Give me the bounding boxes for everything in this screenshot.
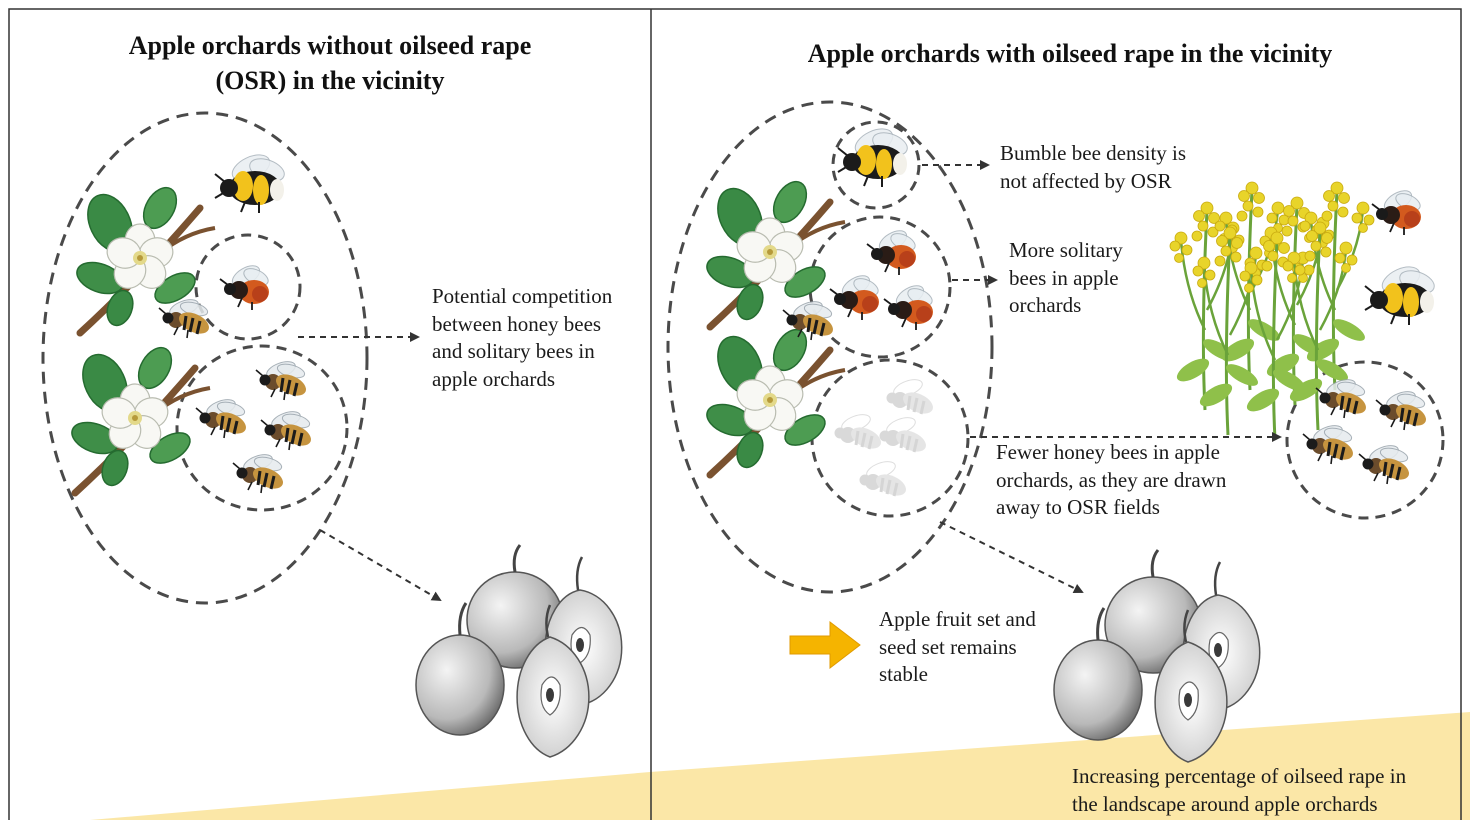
honey-line-2: orchards, as they are drawn (996, 467, 1226, 495)
bumble-label: Bumble bee density is not affected by OS… (1000, 140, 1186, 195)
bumble-bee-icon (215, 150, 287, 213)
faded-honey-bee-icon (860, 458, 910, 500)
solitary-label: More solitary bees in apple orchards (1009, 237, 1123, 320)
osr-gradient-label: Increasing percentage of oilseed rape in… (1072, 763, 1406, 818)
left-fruit-arrow (320, 530, 440, 600)
left-panel-title: Apple orchards without oilseed rape (OSR… (60, 28, 600, 98)
faded-honey-bee-icon (887, 376, 937, 418)
solitary-bee-icon (220, 262, 271, 310)
right-panel-title: Apple orchards with oilseed rape in the … (690, 36, 1450, 71)
fruit-line-3: stable (879, 661, 1036, 689)
apple-blossom-icon (703, 176, 845, 327)
competition-line-2: between honey bees (432, 311, 612, 339)
honey-bee-icon (196, 396, 249, 438)
left-title-line-2: (OSR) in the vicinity (60, 63, 600, 98)
solitary-bee-icon (867, 227, 918, 275)
solitary-line-3: orchards (1009, 292, 1123, 320)
bumble-line-2: not affected by OSR (1000, 168, 1186, 196)
solitary-bee-icon (884, 282, 935, 330)
right-fruit-arrow (940, 522, 1082, 592)
honey-bee-icon (1316, 376, 1369, 418)
honey-bee-icon (1376, 388, 1429, 430)
fruit-line-2: seed set remains (879, 634, 1036, 662)
competition-line-4: apple orchards (432, 366, 612, 394)
solitary-line-1: More solitary (1009, 237, 1123, 265)
honey-bee-icon (1359, 442, 1412, 484)
osr-gradient-line-1: Increasing percentage of oilseed rape in (1072, 763, 1406, 791)
competition-label: Potential competition between honey bees… (432, 283, 612, 393)
honey-line-3: away to OSR fields (996, 494, 1226, 522)
apple-blossom-icon (68, 342, 210, 493)
honey-bee-icon (261, 408, 314, 450)
honey-bee-icon (233, 451, 286, 493)
honey-bee-icon (1303, 422, 1356, 464)
right-solitary-circle (810, 217, 950, 357)
fruit-line-1: Apple fruit set and (879, 606, 1036, 634)
honey-line-1: Fewer honey bees in apple (996, 439, 1226, 467)
bumble-line-1: Bumble bee density is (1000, 140, 1186, 168)
left-title-line-1: Apple orchards without oilseed rape (60, 28, 600, 63)
faded-honey-bee-icon (880, 414, 930, 456)
apple-fruit-icon (416, 545, 622, 757)
oilseed-rape-plant-icon (1300, 182, 1374, 390)
honey-label: Fewer honey bees in apple orchards, as t… (996, 439, 1226, 522)
solitary-line-2: bees in apple (1009, 265, 1123, 293)
bumble-bee-icon (1365, 262, 1437, 325)
solitary-bee-icon (1372, 187, 1423, 235)
competition-line-3: and solitary bees in (432, 338, 612, 366)
apple-blossom-icon (703, 324, 845, 475)
fruit-set-label: Apple fruit set and seed set remains sta… (879, 606, 1036, 689)
honey-bee-icon (256, 358, 309, 400)
faded-honey-bee-icon (835, 411, 885, 453)
competition-line-1: Potential competition (432, 283, 612, 311)
osr-gradient-line-2: the landscape around apple orchards (1072, 791, 1406, 819)
solitary-bee-icon (830, 272, 881, 320)
yellow-arrow-icon (790, 622, 860, 668)
